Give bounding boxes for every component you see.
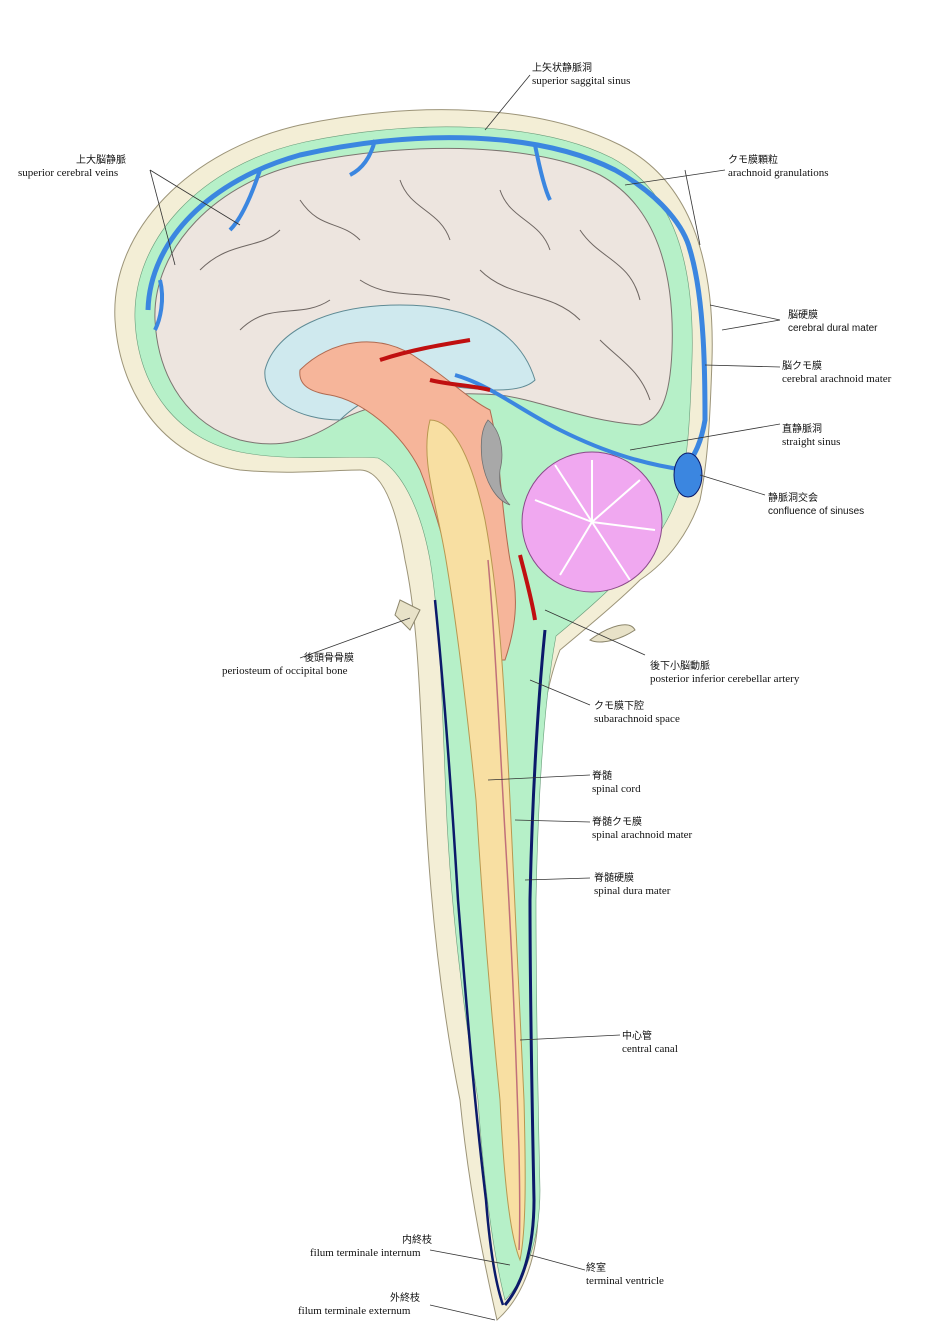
label-en: central canal <box>622 1043 678 1055</box>
label-periosteum-occipital-bone: 後頭骨骨膜 periosteum of occipital bone <box>222 652 354 678</box>
gyri-lines <box>199 179 651 401</box>
leader-lines <box>149 74 781 1321</box>
label-en: subarachnoid space <box>594 713 680 725</box>
spinal-cord <box>426 419 526 1262</box>
label-en: terminal ventricle <box>586 1275 664 1287</box>
label-terminal-ventricle: 終室 terminal ventricle <box>586 1262 664 1288</box>
label-jp: 後下小脳動脈 <box>650 661 710 672</box>
superior-sagittal-sinus-vessel <box>145 135 708 472</box>
label-jp: クモ膜顆粒 <box>728 155 778 166</box>
label-en: filum terminale externum <box>298 1305 411 1317</box>
label-spinal-arachnoid-mater: 脊髄クモ膜 spinal arachnoid mater <box>592 816 692 842</box>
occipital-bone-right <box>589 624 636 643</box>
label-central-canal: 中心管 central canal <box>622 1030 678 1056</box>
label-jp: 脊髄クモ膜 <box>592 817 642 828</box>
label-filum-terminale-internum: 内終枝 filum terminale internum <box>310 1234 432 1260</box>
label-cerebral-dural-mater: 脳硬膜 cerebral dural mater <box>788 309 877 335</box>
label-en: straight sinus <box>782 436 841 448</box>
label-spinal-cord: 脊髄 spinal cord <box>592 770 641 796</box>
label-jp: 脊髄硬膜 <box>594 873 634 884</box>
label-en: confluence of sinuses <box>768 506 865 517</box>
label-jp: 終室 <box>586 1263 606 1274</box>
label-jp: 内終枝 <box>402 1235 432 1246</box>
label-jp: 直静脈洞 <box>782 424 822 435</box>
label-jp: 脊髄 <box>592 771 612 782</box>
label-jp: 上大脳静脈 <box>76 155 126 166</box>
label-jp: クモ膜下腔 <box>594 701 644 712</box>
label-cerebral-arachnoid-mater: 脳クモ膜 cerebral arachnoid mater <box>782 360 891 386</box>
arteries <box>379 338 537 621</box>
central-canal <box>487 559 521 1251</box>
label-jp: 後頭骨骨膜 <box>304 653 354 664</box>
label-jp: 脳クモ膜 <box>782 361 822 372</box>
label-en: cerebral dural mater <box>788 323 878 334</box>
confluence-of-sinuses-vessel <box>673 452 703 498</box>
label-spinal-dura-mater: 脊髄硬膜 spinal dura mater <box>594 872 670 898</box>
label-jp: 外終枝 <box>390 1293 420 1304</box>
label-en: filum terminale internum <box>310 1247 421 1259</box>
label-filum-terminale-externum: 外終枝 filum terminale externum <box>298 1292 420 1318</box>
label-confluence-of-sinuses: 静脈洞交会 confluence of sinuses <box>768 492 864 518</box>
spinal-dura-line <box>503 629 547 1306</box>
label-posterior-inferior-cerebellar-artery: 後下小脳動脈 posterior inferior cerebellar art… <box>650 660 799 686</box>
label-en: spinal arachnoid mater <box>592 829 693 841</box>
label-en: posterior inferior cerebellar artery <box>650 673 800 685</box>
label-en: superior saggital sinus <box>532 75 631 87</box>
label-en: superior cerebral veins <box>18 167 119 179</box>
label-subarachnoid-space: クモ膜下腔 subarachnoid space <box>594 700 680 726</box>
cerebellum-folia <box>534 460 656 581</box>
label-superior-sagittal-sinus: 上矢状静脈洞 superior saggital sinus <box>532 62 630 88</box>
label-straight-sinus: 直静脈洞 straight sinus <box>782 423 840 449</box>
label-en: spinal cord <box>592 783 641 795</box>
superior-cerebral-veins-vessels <box>153 139 552 331</box>
occipital-bone-left <box>394 599 421 631</box>
label-en: periosteum of occipital bone <box>222 665 348 677</box>
spinal-dura-line-left <box>433 599 505 1306</box>
label-en: cerebral arachnoid mater <box>782 373 892 385</box>
fourth-ventricle-gray <box>480 419 511 506</box>
label-superior-cerebral-veins: 上大脳静脈 superior cerebral veins <box>18 154 126 180</box>
label-jp: 上矢状静脈洞 <box>532 63 592 74</box>
label-en: spinal dura mater <box>594 885 671 897</box>
label-jp: 脳硬膜 <box>788 310 818 321</box>
label-jp: 中心管 <box>622 1031 652 1042</box>
label-jp: 静脈洞交会 <box>768 493 818 504</box>
label-arachnoid-granulations: クモ膜顆粒 arachnoid granulations <box>728 154 829 180</box>
label-en: arachnoid granulations <box>728 167 829 179</box>
